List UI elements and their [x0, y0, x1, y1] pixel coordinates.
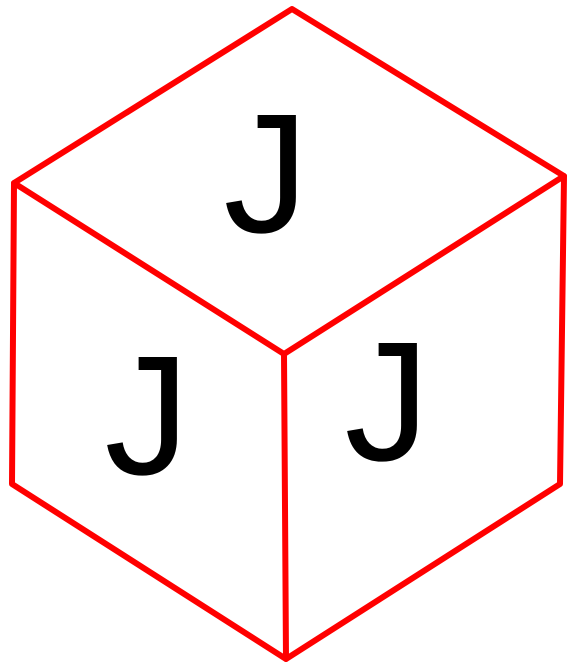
cube-vertical-edge: [281, 351, 289, 662]
left-face-letter: J: [105, 321, 190, 511]
right-face-letter: J: [345, 307, 430, 497]
top-face-letter: J: [224, 79, 309, 269]
